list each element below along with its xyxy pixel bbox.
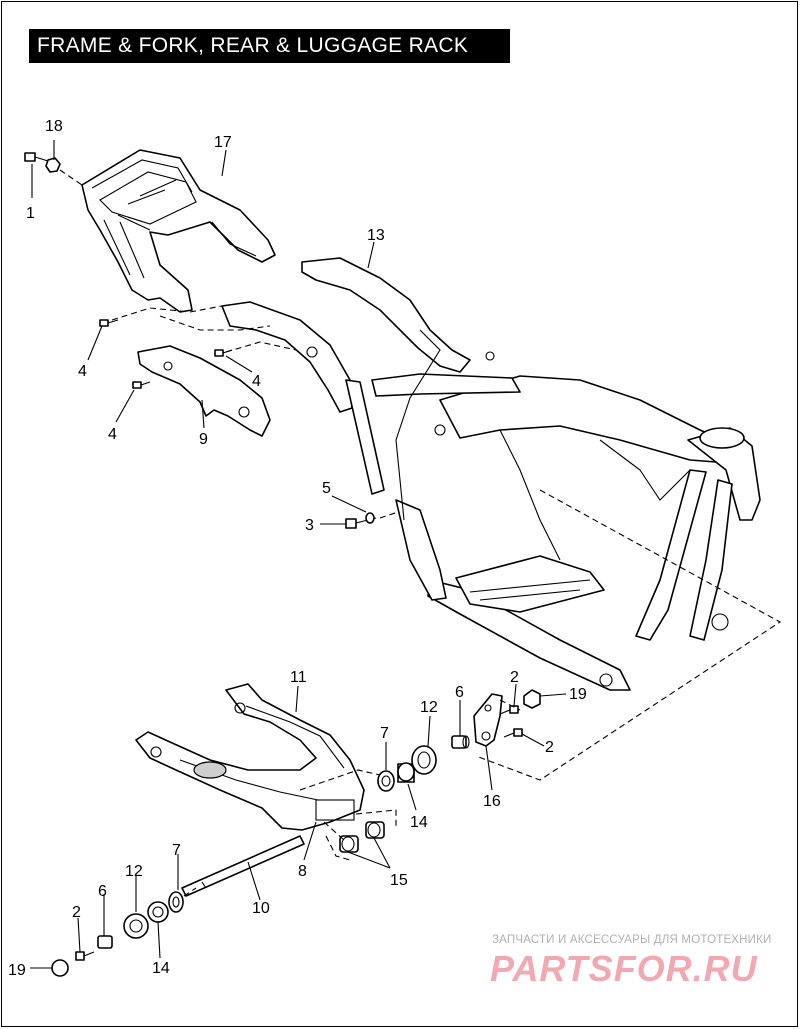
watermark-logo: PARTSFOR.RU [490,948,758,989]
bushing-6-lower-part [97,935,113,949]
callout-2-middle: 2 [545,739,554,756]
callout-labels: 18 1 17 13 4 4 4 9 5 3 11 12 6 7 2 19 2 … [8,118,587,979]
washer-5-part [365,512,375,524]
adjuster-12-lower-part [123,913,149,939]
callout-7-lower: 7 [172,842,181,859]
adjuster-12-upper-part [411,745,437,775]
main-frame-part [221,257,761,691]
bearing-7-lower-part [168,891,184,913]
screw-2-upper-parts [499,705,523,738]
cap-19-lower-part [51,959,69,977]
callout-16: 16 [483,793,501,810]
bearing-7-upper-part [377,770,395,792]
screw-2-lower-part [75,951,95,961]
callout-14-lower: 14 [152,960,170,977]
callout-7-upper: 7 [380,725,389,742]
callout-12-lower: 12 [125,863,143,880]
callout-18: 18 [45,118,63,135]
callout-19-lower: 19 [8,962,26,979]
luggage-rack-part [81,149,276,313]
callout-1: 1 [26,205,35,222]
spacer-14-lower-part [147,901,169,923]
cap-19-upper-part [523,689,541,709]
callout-10: 10 [252,900,270,917]
page-title: FRAME & FORK, REAR & LUGGAGE RACK [29,29,510,63]
callout-12-upper: 12 [420,699,438,716]
callout-8: 8 [298,863,307,880]
callout-9: 9 [199,431,208,448]
callout-6-upper: 6 [455,684,464,701]
callout-17: 17 [214,134,232,151]
bolt-1-part [24,152,49,162]
callout-4-right: 4 [252,373,261,390]
watermark-tagline: ЗАПЧАСТИ И АКСЕССУАРЫ ДЛЯ МОТОТЕХНИКИ [492,934,772,946]
callout-4-lower: 4 [108,426,117,443]
nut-18-part [45,157,61,173]
callout-13: 13 [367,227,385,244]
swingarm-part [135,683,365,831]
callout-14-upper: 14 [410,814,428,831]
callout-2-lower: 2 [72,904,81,921]
spacer-14-upper-part [397,762,415,783]
callout-2-upper: 2 [510,669,519,686]
support-bracket-9-part [137,345,271,437]
callout-19-upper: 19 [569,686,587,703]
pivot-shaft-10-part [181,835,305,897]
bracket-16-part [473,693,503,747]
callout-11: 11 [290,669,307,686]
callout-4-left: 4 [78,363,87,380]
callout-15: 15 [390,872,408,889]
callout-3: 3 [305,517,314,534]
screw-4-parts [99,319,233,389]
bushing-6-upper-part [451,735,470,749]
bushings-15-parts [339,821,385,853]
leader-lines [30,140,567,969]
callout-6-lower: 6 [98,883,107,900]
assembly-dashed-lines [59,169,782,897]
callout-5: 5 [322,480,331,497]
